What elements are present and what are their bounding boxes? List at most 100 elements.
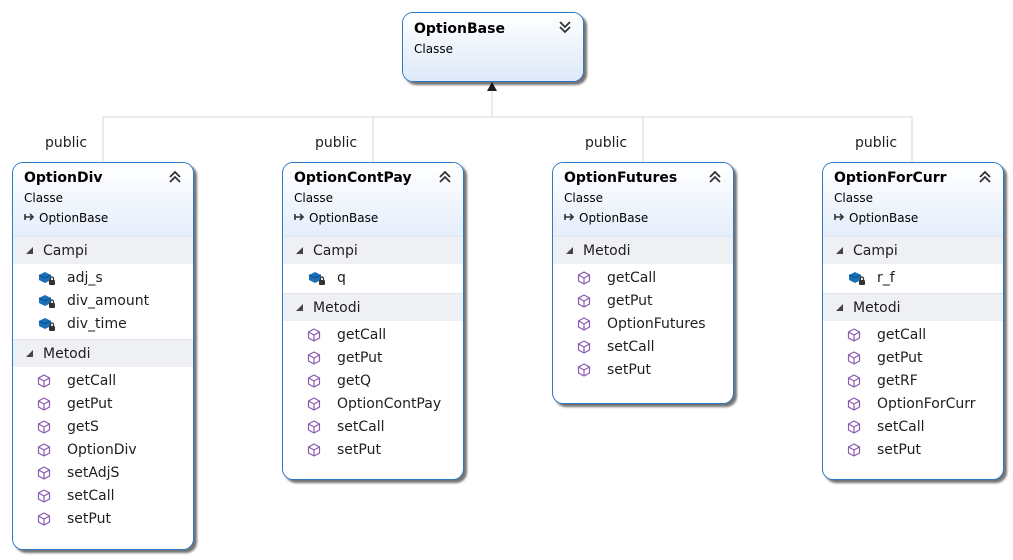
method-item[interactable]: getPut [553,289,733,312]
section-header-methods[interactable]: Metodi [13,339,193,367]
class-box-optionforcurr[interactable]: OptionForCurr Classe OptionBase Campi r_… [822,162,1004,480]
relation-label-optionfutures: public [585,135,628,151]
member-name: setCall [337,418,385,435]
section-header-methods[interactable]: Metodi [553,236,733,264]
field-item[interactable]: div_time [13,312,193,335]
class-title: OptionBase [414,21,505,37]
base-class-name: OptionBase [579,211,649,225]
member-name: setPut [67,510,111,527]
collapse-triangle-icon[interactable] [25,346,35,362]
method-item[interactable]: OptionFutures [553,312,733,335]
methods-list: getCall getPut OptionFutures setCall set… [553,264,733,385]
class-title: OptionFutures [564,170,678,186]
fields-list: adj_s div_amount div_time [13,264,193,339]
collapse-triangle-icon[interactable] [565,243,575,259]
member-name: setCall [877,418,925,435]
methods-list: getCall getPut getRF OptionForCurr setCa… [823,321,1003,465]
private-field-icon [37,293,59,309]
field-item[interactable]: r_f [823,266,1003,289]
method-item[interactable]: getS [13,415,193,438]
method-item[interactable]: setPut [823,438,1003,461]
method-item[interactable]: getPut [283,346,463,369]
method-item[interactable]: setCall [13,484,193,507]
class-box-optionfutures[interactable]: OptionFutures Classe OptionBase Metodi g… [552,162,734,404]
method-item[interactable]: getCall [13,369,193,392]
member-name: getS [67,418,99,435]
collapse-chevron-double-up-icon[interactable] [707,169,723,185]
member-name: getPut [67,395,113,412]
method-item[interactable]: setPut [553,358,733,381]
collapse-triangle-icon[interactable] [295,300,305,316]
method-item[interactable]: setAdjS [13,461,193,484]
method-item[interactable]: getCall [553,266,733,289]
field-item[interactable]: div_amount [13,289,193,312]
method-item[interactable]: setCall [283,415,463,438]
private-field-icon [307,270,329,286]
member-name: setPut [607,361,651,378]
method-item[interactable]: setPut [13,507,193,530]
member-name: getCall [67,372,117,389]
section-header-fields[interactable]: Campi [823,236,1003,264]
section-header-methods[interactable]: Metodi [823,293,1003,321]
field-item[interactable]: adj_s [13,266,193,289]
collapse-triangle-icon[interactable] [835,300,845,316]
base-class-name: OptionBase [849,211,919,225]
method-item[interactable]: getQ [283,369,463,392]
collapse-triangle-icon[interactable] [295,243,305,259]
section-label: Metodi [583,242,631,259]
base-class-ref: OptionBase [24,208,182,228]
method-item[interactable]: setPut [283,438,463,461]
method-item[interactable]: getRF [823,369,1003,392]
class-header: OptionDiv Classe OptionBase [13,163,193,236]
method-cube-icon [307,396,329,411]
private-field-icon [847,270,869,286]
expand-chevron-double-down-icon[interactable] [557,19,573,35]
base-class-name: OptionBase [39,211,109,225]
collapse-chevron-double-up-icon[interactable] [167,169,183,185]
member-name: q [337,269,346,286]
method-cube-icon [37,396,59,411]
method-item[interactable]: OptionContPay [283,392,463,415]
method-item[interactable]: OptionForCurr [823,392,1003,415]
member-name: OptionDiv [67,441,137,458]
method-cube-icon [577,270,599,285]
method-item[interactable]: setCall [823,415,1003,438]
section-header-fields[interactable]: Campi [13,236,193,264]
method-item[interactable]: getCall [823,323,1003,346]
collapse-triangle-icon[interactable] [835,243,845,259]
method-item[interactable]: OptionDiv [13,438,193,461]
method-item[interactable]: getCall [283,323,463,346]
collapse-chevron-double-up-icon[interactable] [977,169,993,185]
collapse-triangle-icon[interactable] [25,243,35,259]
class-box-optionbase[interactable]: OptionBase Classe [402,12,584,82]
method-item[interactable]: setCall [553,335,733,358]
relation-label-optioncontpay: public [315,135,358,151]
section-label: Metodi [853,299,901,316]
field-item[interactable]: q [283,266,463,289]
section-label: Metodi [43,345,91,362]
member-name: getCall [877,326,927,343]
class-kind: Classe [414,42,453,56]
method-cube-icon [577,293,599,308]
section-header-methods[interactable]: Metodi [283,293,463,321]
class-header: OptionContPay Classe OptionBase [283,163,463,236]
method-cube-icon [37,419,59,434]
class-box-optiondiv[interactable]: OptionDiv Classe OptionBase Campi adj_s … [12,162,194,550]
method-cube-icon [37,488,59,503]
member-name: setCall [67,487,115,504]
section-header-fields[interactable]: Campi [283,236,463,264]
method-item[interactable]: getPut [13,392,193,415]
member-name: adj_s [67,269,103,286]
method-cube-icon [847,419,869,434]
member-name: getQ [337,372,372,389]
method-cube-icon [37,465,59,480]
member-name: getPut [607,292,653,309]
method-item[interactable]: getPut [823,346,1003,369]
member-name: getRF [877,372,918,389]
class-box-optioncontpay[interactable]: OptionContPay Classe OptionBase Campi q … [282,162,464,480]
methods-list: getCall getPut getQ OptionContPay setCal… [283,321,463,465]
method-cube-icon [577,316,599,331]
class-header: OptionBase Classe [403,13,583,81]
collapse-chevron-double-up-icon[interactable] [437,169,453,185]
